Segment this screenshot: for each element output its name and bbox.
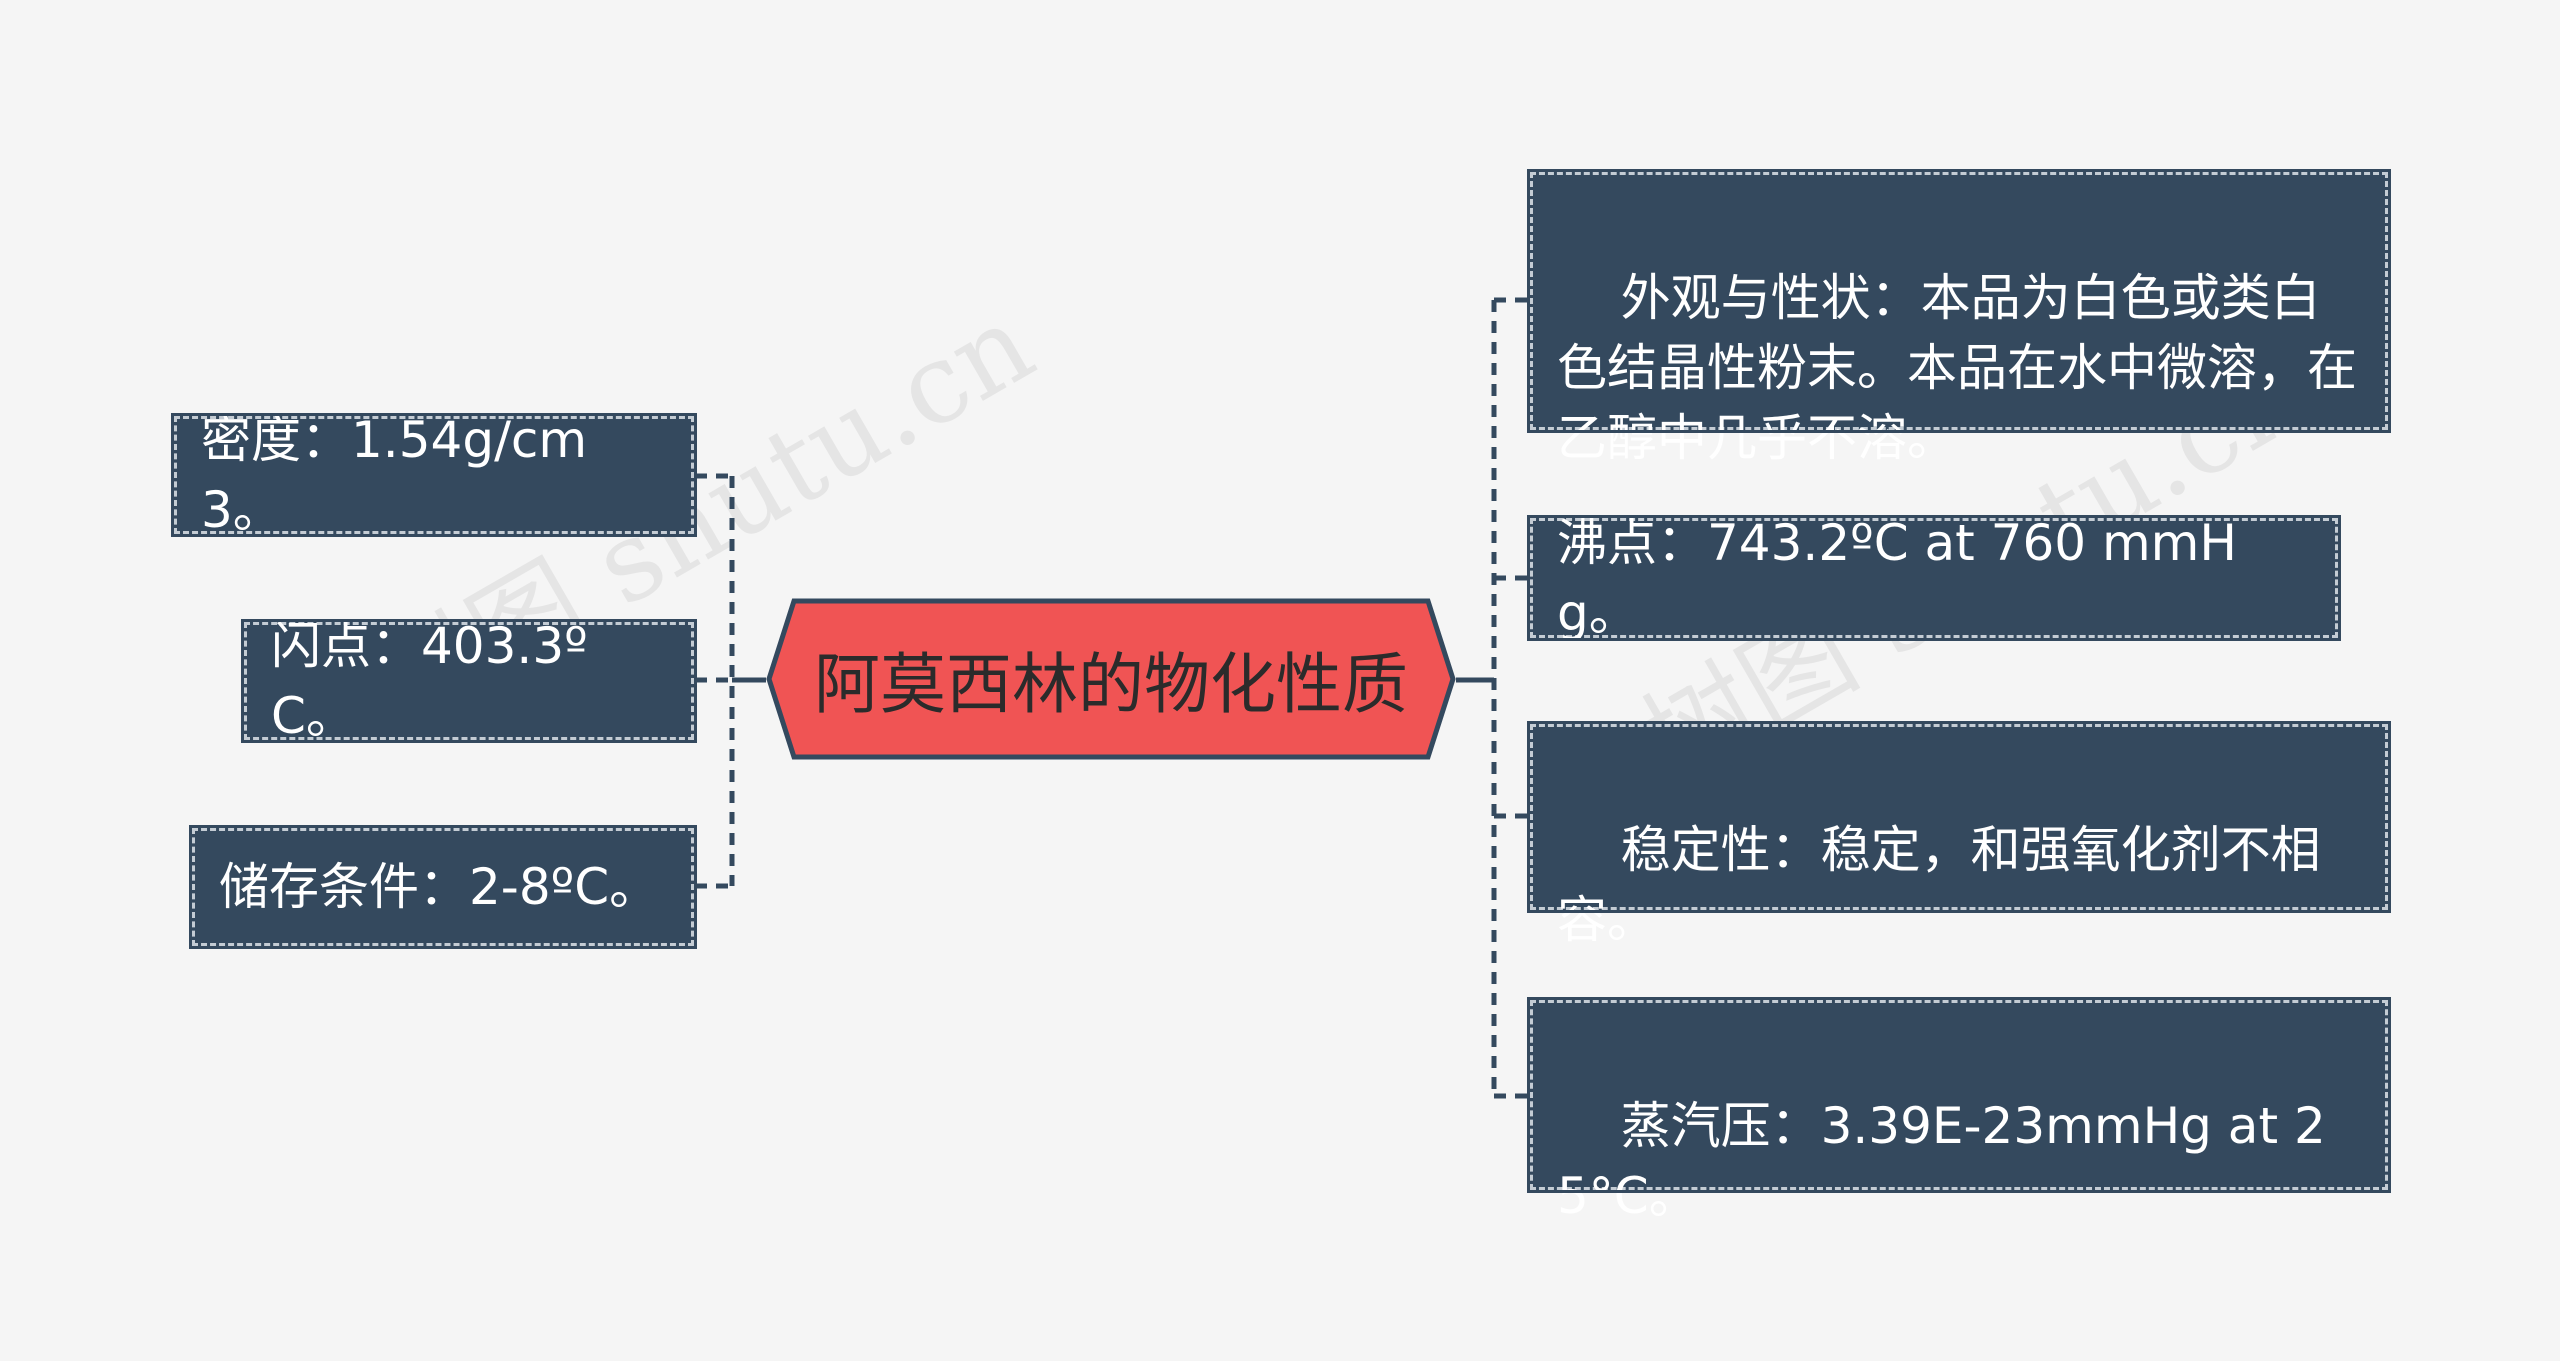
central-topic-shape (766, 598, 1456, 760)
branch-label: 外观与性状：本品为白色或类白色结晶性粉末。本品在水中微溶，在乙醇中几乎不溶。 (1557, 269, 2357, 467)
central-topic[interactable]: 阿莫西林的物化性质 (766, 598, 1456, 760)
branch-node-density[interactable]: 密度：1.54g/cm3。 (171, 411, 697, 539)
branch-label: 稳定性：稳定，和强氧化剂不相容。 (1557, 821, 2321, 949)
branch-node-appearance[interactable]: 外观与性状：本品为白色或类白色结晶性粉末。本品在水中微溶，在乙醇中几乎不溶。 (1527, 169, 2391, 467)
branch-node-storage[interactable]: 储存条件：2-8ºC。 (189, 825, 697, 949)
branch-label: 密度：1.54g/cm3。 (201, 411, 588, 539)
branch-label: 蒸汽压：3.39E-23mmHg at 25°C。 (1557, 1097, 2326, 1225)
branch-label: 沸点：743.2ºC at 760 mmHg。 (1557, 514, 2237, 642)
central-topic-label: 阿莫西林的物化性质 (814, 646, 1408, 723)
branch-label: 闪点：403.3ºC。 (271, 617, 588, 745)
branch-node-stability[interactable]: 稳定性：稳定，和强氧化剂不相容。 (1527, 721, 2391, 949)
branch-node-boiling-point[interactable]: 沸点：743.2ºC at 760 mmHg。 (1527, 514, 2341, 642)
branch-label: 储存条件：2-8ºC。 (219, 858, 660, 916)
branch-node-vapor-pressure[interactable]: 蒸汽压：3.39E-23mmHg at 25°C。 (1527, 997, 2391, 1225)
branch-node-flash-point[interactable]: 闪点：403.3ºC。 (241, 617, 697, 745)
